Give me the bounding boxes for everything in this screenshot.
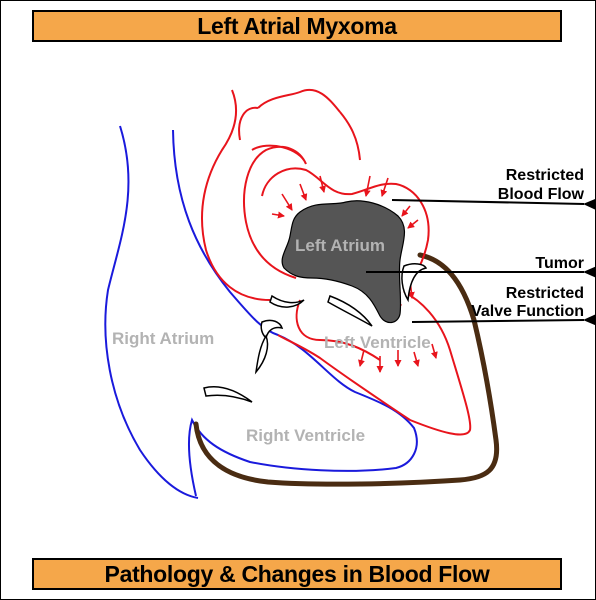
label-left-atrium: Left Atrium (295, 236, 385, 255)
tumor-mass (281, 200, 406, 324)
annotation-tumor: Tumor (535, 255, 584, 272)
label-right-ventricle: Right Ventricle (246, 426, 365, 445)
annotation-pointers (366, 197, 596, 327)
label-left-ventricle: Left Ventricle (324, 333, 431, 352)
title-banner: Left Atrial Myxoma (32, 10, 562, 42)
pericardium-outline (193, 252, 500, 487)
annotation-restricted-valve-1: Restricted (506, 285, 584, 302)
footer-banner: Pathology & Changes in Blood Flow (32, 558, 562, 590)
annotation-restricted-flow-2: Blood Flow (498, 186, 585, 203)
annotation-restricted-flow-1: Restricted (506, 167, 584, 184)
label-right-atrium: Right Atrium (112, 329, 214, 348)
right-heart-outline (104, 125, 418, 499)
left-heart-outline (200, 89, 472, 436)
annotation-restricted-valve-2: Valve Function (471, 303, 584, 320)
